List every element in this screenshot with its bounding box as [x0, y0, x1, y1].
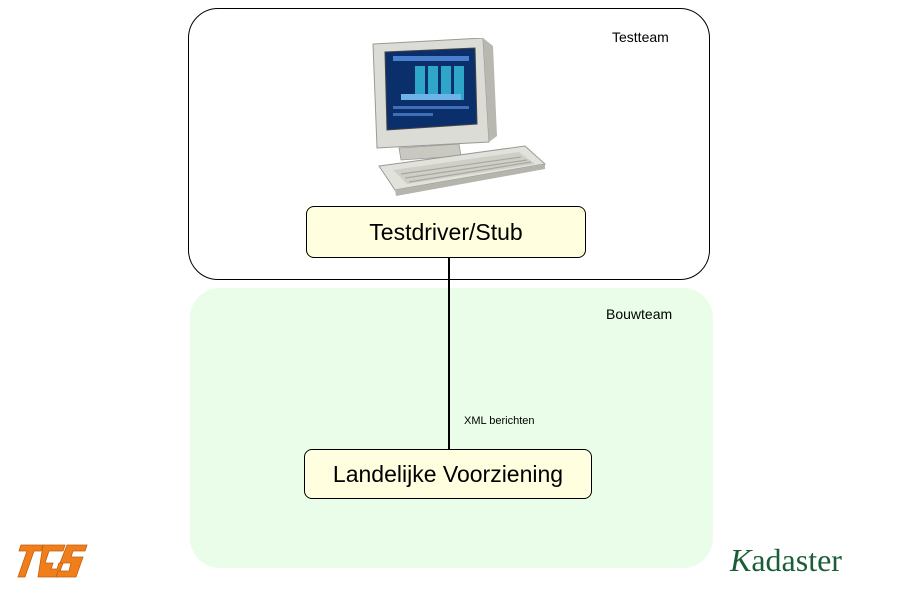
testdriver-stub-node: Testdriver/Stub: [306, 206, 586, 258]
xml-connector-line: [448, 258, 450, 449]
tgs-logo-icon: [13, 543, 88, 579]
testteam-label: Testteam: [612, 29, 669, 45]
desktop-computer-icon: [365, 37, 547, 198]
kadaster-logo-initial: K: [730, 542, 752, 578]
bouwteam-label: Bouwteam: [606, 306, 673, 322]
kadaster-logo: Kadaster: [730, 542, 842, 579]
xml-berichten-label: XML berichten: [464, 415, 535, 427]
landelijke-voorziening-node: Landelijke Voorziening: [304, 449, 592, 499]
bouwteam-region: [190, 288, 713, 568]
kadaster-logo-text: adaster: [751, 542, 842, 578]
